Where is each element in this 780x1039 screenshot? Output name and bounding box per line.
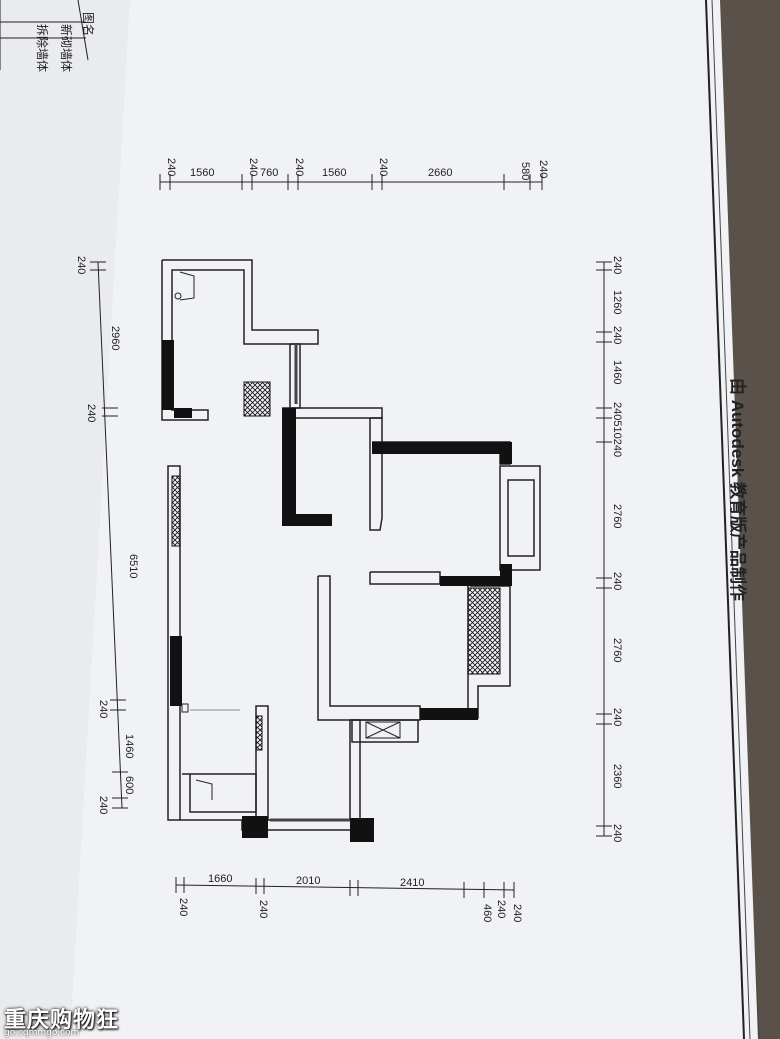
dim-bottom-5: 240 bbox=[511, 904, 523, 922]
dim-right-9: 2360 bbox=[611, 764, 623, 788]
dim-right-3: 1460 bbox=[611, 360, 623, 384]
new-wall-hatch-2 bbox=[243, 381, 271, 417]
watermark-text: 重庆购物狂 bbox=[4, 1008, 120, 1033]
fixture-toilet bbox=[179, 271, 195, 301]
dim-right-10: 240 bbox=[611, 824, 623, 842]
floor-plan bbox=[161, 259, 541, 842]
dim-top-3: 760 bbox=[260, 167, 278, 179]
dim-right-6: 240 bbox=[611, 572, 623, 590]
border-line-inner bbox=[711, 0, 751, 1039]
dim-top-7: 2660 bbox=[428, 167, 452, 179]
dim-top-9: 240 bbox=[537, 160, 549, 178]
dim-left-3: 6510 bbox=[127, 554, 139, 578]
dim-left-1: 2960 bbox=[109, 326, 121, 350]
dim-right-0: 240 bbox=[611, 256, 623, 274]
dimension-col-left bbox=[90, 261, 128, 809]
new-wall-hatch-1 bbox=[467, 587, 501, 675]
title-block: 图名 新砌墙体 拆除墙体 bbox=[0, 0, 96, 72]
dim-top-6: 240 bbox=[377, 158, 389, 176]
paper-shadow bbox=[0, 0, 130, 1039]
dim-bottom-6: 240 bbox=[177, 898, 189, 916]
border-line-outer bbox=[705, 0, 745, 1039]
new-wall-hatch-3 bbox=[171, 475, 181, 547]
title-label-1: 图名 bbox=[81, 12, 96, 36]
dim-right-4: 240510240 bbox=[611, 402, 623, 457]
dim-top-8: 580 bbox=[519, 162, 531, 180]
dim-left-0: 240 bbox=[75, 256, 87, 274]
dim-right-1: 1260 bbox=[611, 290, 623, 314]
dim-top-4: 240 bbox=[293, 158, 305, 176]
autodesk-banner: 由 Autodesk 教育版产品制作 bbox=[728, 378, 748, 601]
dim-left-7: 240 bbox=[97, 796, 109, 814]
dim-left-6: 600 bbox=[123, 776, 135, 794]
dim-bottom-3: 240 bbox=[495, 900, 507, 918]
dim-left-2: 240 bbox=[85, 404, 97, 422]
dimension-row-bottom bbox=[175, 877, 515, 898]
dim-left-5: 1460 bbox=[123, 734, 135, 758]
dimension-col-right bbox=[596, 261, 612, 837]
dim-top-0: 240 bbox=[165, 158, 177, 176]
dim-left-4: 240 bbox=[97, 700, 109, 718]
dim-bottom-0: 1660 bbox=[208, 873, 232, 885]
dim-bottom-2: 2410 bbox=[400, 877, 424, 889]
dim-bottom-4: 460 bbox=[481, 904, 493, 922]
dim-bottom-7: 240 bbox=[257, 900, 269, 918]
dim-right-7: 2760 bbox=[611, 638, 623, 662]
dimension-row-top bbox=[159, 174, 543, 190]
dim-top-2: 240 bbox=[247, 158, 259, 176]
dim-right-2: 240 bbox=[611, 326, 623, 344]
dim-bottom-1: 2010 bbox=[296, 875, 320, 887]
new-wall-hatch-4 bbox=[255, 715, 263, 751]
dim-right-8: 240 bbox=[611, 708, 623, 726]
dim-top-1: 1560 bbox=[190, 167, 214, 179]
dim-top-5: 1560 bbox=[322, 167, 346, 179]
watermark-url: go.cqmmgo.com bbox=[4, 1028, 80, 1038]
title-label-3: 拆除墙体 bbox=[35, 24, 50, 72]
title-label-2: 新砌墙体 bbox=[59, 24, 74, 72]
dim-right-5: 2760 bbox=[611, 504, 623, 528]
